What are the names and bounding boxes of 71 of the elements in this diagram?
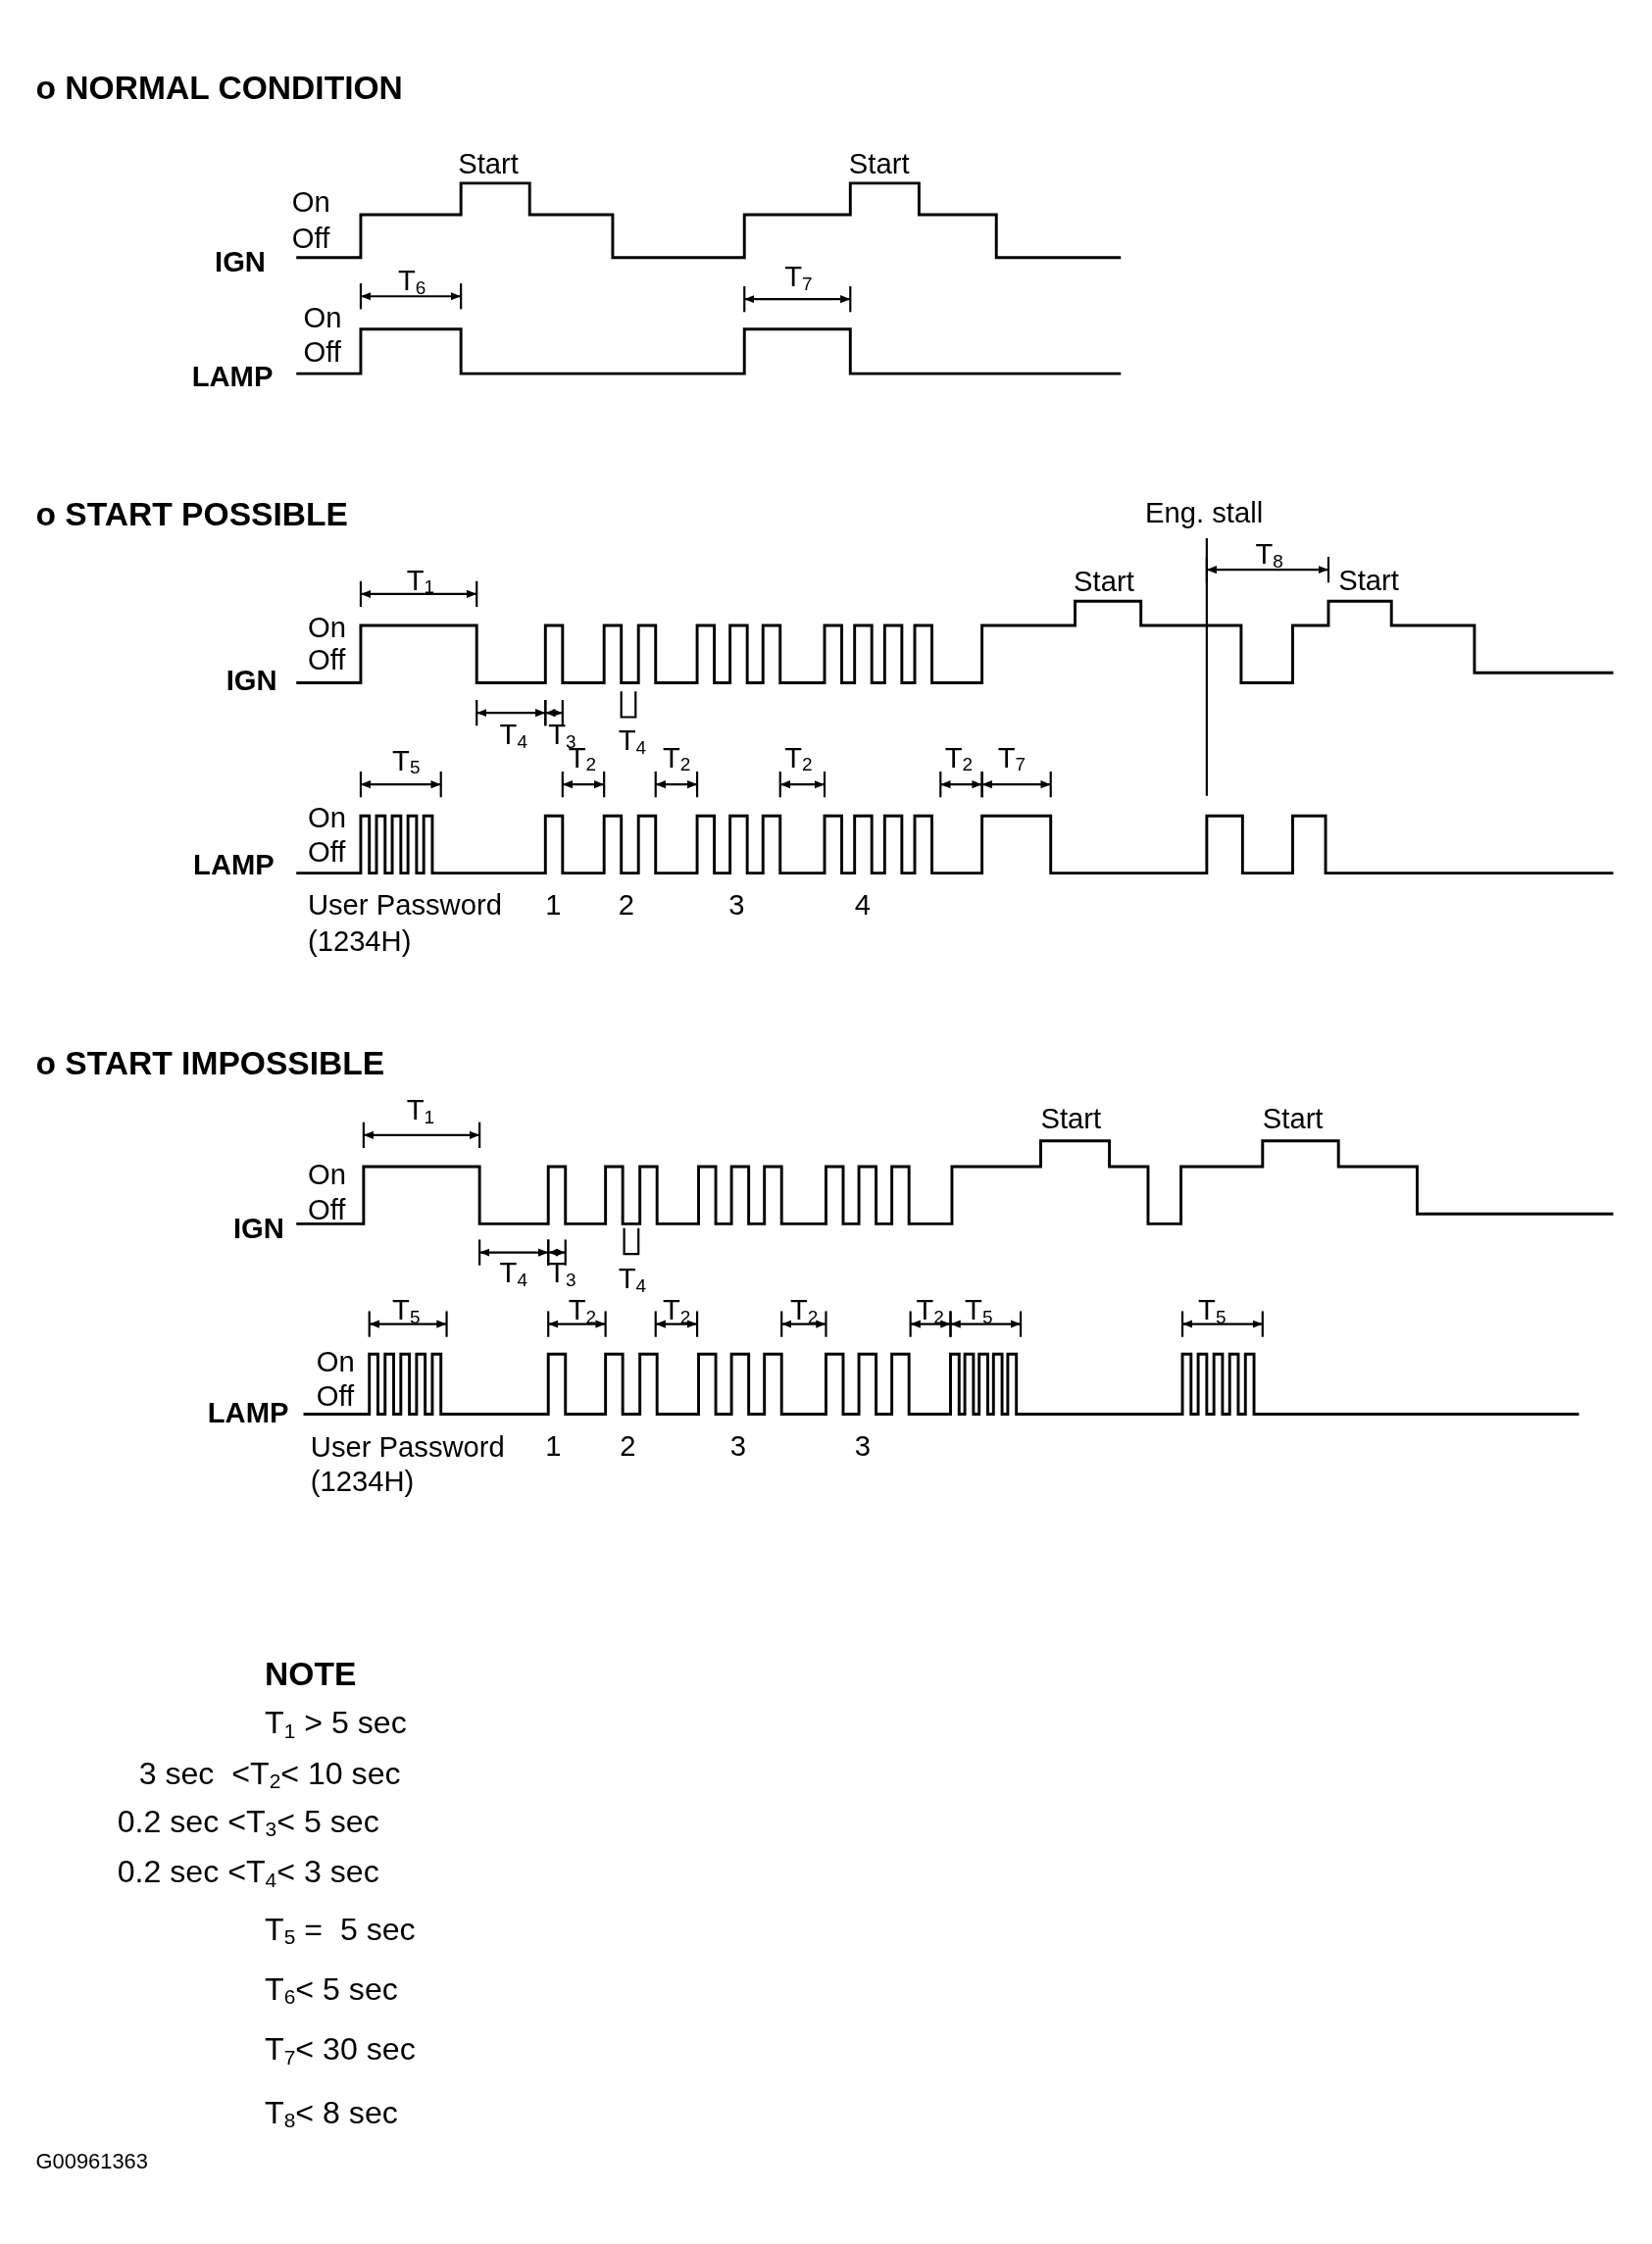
event-label: Start <box>1074 565 1134 597</box>
event-label: Eng. stall <box>1145 496 1264 528</box>
note-line: T$_{7}$< 30 sec <box>265 2032 416 2069</box>
pulse-count: 3 <box>729 1429 746 1462</box>
note-heading: NOTE <box>265 1656 357 1693</box>
pulse-count: 3 <box>854 1429 871 1462</box>
state-label: Off <box>303 336 341 369</box>
state-label: On <box>307 1158 346 1190</box>
note-line: T$_{5}$ = 5 sec <box>265 1913 416 1950</box>
pulse-count: 4 <box>854 888 871 921</box>
timing-label: T$_{5}$ <box>1198 1294 1226 1328</box>
timing-label: T$_{3}$ <box>548 1257 576 1291</box>
timing-label: T$_{7}$ <box>997 741 1026 776</box>
event-label: Start <box>1338 564 1399 596</box>
note-line: 0.2 sec <T$_{4}$< 3 sec <box>117 1855 379 1892</box>
state-label: Off <box>307 835 346 868</box>
section-heading: o START IMPOSSIBLE <box>35 1045 385 1082</box>
timing-label: T$_{5}$ <box>392 1294 421 1328</box>
signal-name: IGN <box>225 664 277 696</box>
signal-name: IGN <box>215 246 266 278</box>
note-line: T$_{1}$ > 5 sec <box>265 1706 407 1744</box>
timing-label: T$_{2}$ <box>790 1294 819 1328</box>
state-label: Off <box>307 1193 346 1225</box>
password-label: User Password <box>310 1431 505 1464</box>
state-label: Off <box>291 222 330 254</box>
note-line: 0.2 sec <T$_{3}$< 5 sec <box>117 1805 379 1842</box>
signal-name: IGN <box>233 1212 284 1244</box>
note-line: 3 sec <T$_{2}$< 10 sec <box>138 1756 401 1794</box>
state-label: On <box>307 611 346 643</box>
timing-label: T$_{8}$ <box>1255 538 1283 573</box>
note-line: T$_{8}$< 8 sec <box>265 2095 398 2133</box>
timing-label: T$_{2}$ <box>784 741 813 776</box>
pulse-count: 1 <box>545 888 562 921</box>
timing-label: T$_{5}$ <box>965 1294 993 1328</box>
section-heading: o NORMAL CONDITION <box>35 71 403 107</box>
timing-label: T$_{4}$ <box>499 1257 527 1291</box>
figure-number: G00961363 <box>35 2149 148 2173</box>
timing-label: T$_{4}$ <box>499 719 527 753</box>
event-label: Start <box>1262 1102 1324 1134</box>
timing-label: T$_{1}$ <box>406 1093 435 1128</box>
note-line: T$_{6}$< 5 sec <box>265 1972 398 2010</box>
signal-name: LAMP <box>191 360 274 393</box>
timing-label: T$_{6}$ <box>397 265 426 300</box>
state-label: Off <box>316 1379 355 1412</box>
timing-label: T$_{7}$ <box>784 260 813 295</box>
state-label: Off <box>307 644 346 676</box>
state-label: On <box>303 302 342 334</box>
timing-label: T$_{2}$ <box>663 741 691 776</box>
timing-label: T$_{2}$ <box>916 1294 944 1328</box>
pulse-count: 2 <box>618 888 634 921</box>
timing-label: T$_{2}$ <box>568 1294 597 1328</box>
signal-name: LAMP <box>193 848 275 880</box>
timing-label: T$_{2}$ <box>944 741 974 776</box>
password-label: User Password <box>307 888 502 921</box>
pulse-count: 1 <box>545 1429 562 1462</box>
timing-label: T$_{4}$ <box>618 723 647 759</box>
state-label: On <box>291 185 330 218</box>
pulse-count: 2 <box>620 1429 636 1462</box>
event-label: Start <box>458 147 519 179</box>
state-label: On <box>307 801 346 833</box>
timing-label: T$_{1}$ <box>406 564 435 599</box>
password-label: (1234H) <box>310 1466 415 1498</box>
section-heading: o START POSSIBLE <box>35 497 348 534</box>
password-label: (1234H) <box>307 924 412 957</box>
event-label: Start <box>848 147 910 179</box>
state-label: On <box>316 1345 355 1377</box>
timing-label: T$_{5}$ <box>392 744 421 779</box>
event-label: Start <box>1040 1102 1102 1134</box>
signal-name: LAMP <box>207 1397 289 1429</box>
timing-label: T$_{4}$ <box>618 1262 647 1297</box>
pulse-count: 3 <box>728 888 745 921</box>
